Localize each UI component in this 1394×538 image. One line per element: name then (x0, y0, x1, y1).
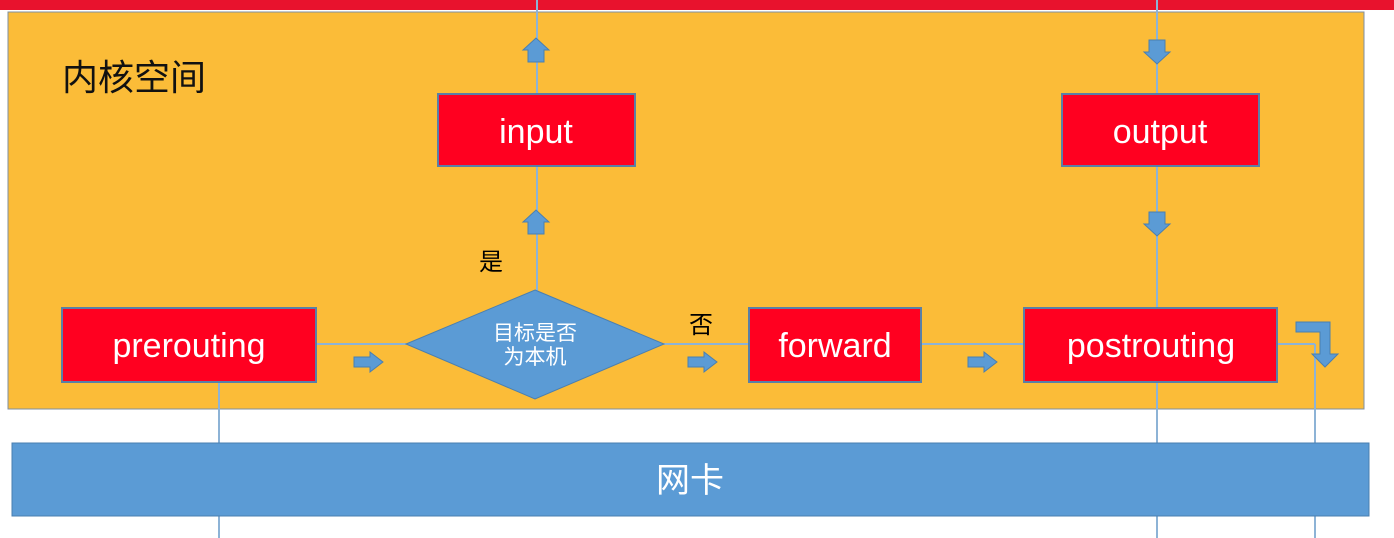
edge-label-yes: 是 (479, 249, 503, 276)
node-postrouting: postrouting (1023, 307, 1278, 383)
node-output-label: output (1113, 113, 1208, 151)
arrow-up-above-input (521, 37, 551, 63)
decision-diamond: 目标是否 为本机 (404, 289, 666, 400)
arrow-bent-postrouting (1295, 321, 1340, 368)
arrow-up-to-input (521, 209, 551, 235)
arrow-down-below-output (1142, 211, 1172, 237)
node-input-label: input (499, 113, 573, 151)
nic-bar (11, 442, 1370, 517)
decision-line-1: 目标是否 (493, 322, 577, 345)
kernel-space-label: 内核空间 (62, 57, 206, 98)
decision-line-2: 为本机 (504, 346, 567, 369)
flow-arrows (353, 37, 1340, 374)
arrow-right-prerouting (353, 350, 384, 374)
nic-label: 网卡 (656, 462, 724, 500)
arrow-down-to-output (1142, 39, 1172, 65)
node-prerouting-label: prerouting (112, 327, 265, 365)
node-postrouting-label: postrouting (1067, 327, 1235, 365)
top-stripe (0, 0, 1394, 10)
node-forward: forward (748, 307, 922, 383)
node-input: input (437, 93, 636, 167)
edge-label-no: 否 (689, 312, 713, 339)
node-prerouting: prerouting (61, 307, 317, 383)
arrow-right-decision (687, 350, 718, 374)
node-forward-label: forward (778, 327, 891, 365)
arrow-right-forward (967, 350, 998, 374)
node-output: output (1061, 93, 1260, 167)
